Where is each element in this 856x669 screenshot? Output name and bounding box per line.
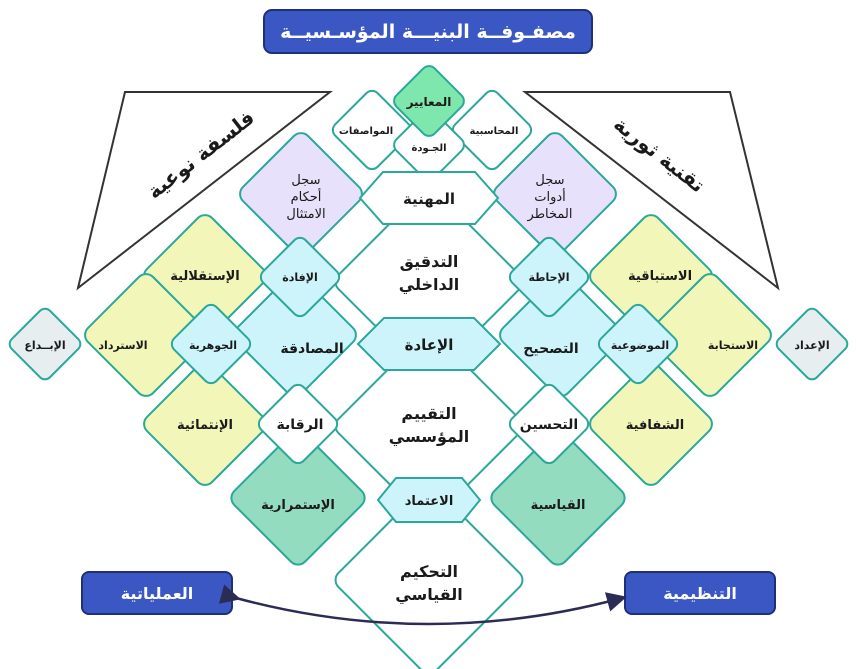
compliance-register-diamond: [239, 132, 363, 256]
quality-diamond: [393, 109, 465, 181]
evaluation-label-2: المؤسسي: [389, 427, 469, 447]
accounting-diamond: [451, 89, 533, 171]
preparation-diamond: [775, 307, 849, 381]
accreditation-label: الاعتماد: [405, 494, 454, 509]
creativity-diamond: [8, 307, 82, 381]
governance-label-2: القياسي: [395, 585, 462, 605]
internal-audit-label-1: التدقيق: [400, 252, 459, 271]
accounting-label: المحاسبية: [470, 126, 519, 137]
governance-diamond: [334, 485, 524, 669]
professionalism-hexagon: [358, 171, 500, 225]
compliance-label-2: أحكام: [291, 188, 322, 205]
creativity-label: الإبــداع: [24, 339, 65, 352]
transparency-label: الشفافية: [626, 418, 685, 433]
coverage-diamond: [508, 236, 590, 318]
organizational-box: التنظيمية: [624, 571, 776, 615]
coverage-label: الإحاطة: [528, 271, 569, 284]
oversight-diamond: [257, 383, 339, 465]
right-triangle: [522, 91, 780, 291]
page-title: مصفـوفــة البنيـــة المؤسـسيــة: [263, 9, 593, 54]
governance-label-1: التحكيم: [400, 562, 458, 581]
standards-label: المعايير: [406, 95, 452, 109]
compliance-label-3: الامتثال: [286, 207, 325, 222]
attestation-label: المصادقة: [280, 341, 343, 357]
specifications-diamond: [331, 89, 413, 171]
objectivity-label: الموضوعية: [611, 339, 669, 352]
risk-label-3: المخاطر: [527, 207, 573, 222]
correction-label: التصحيح: [523, 341, 578, 357]
professionalism-label: المهنية: [403, 190, 455, 208]
recovery-diamond: [84, 273, 208, 397]
operational-box: العملياتية: [81, 571, 233, 615]
preparation-label: الإعداد: [794, 339, 829, 352]
transparency-diamond: [589, 362, 713, 486]
recovery-label: الاسترداد: [98, 339, 147, 352]
standardization-diamond: [490, 430, 626, 566]
quality-label: الجـودة: [411, 143, 446, 154]
independence-label: الإستقلالية: [170, 269, 240, 284]
responsiveness-diamond: [648, 273, 772, 397]
compliance-label-1: سجل: [291, 173, 320, 188]
correction-diamond: [499, 273, 623, 397]
internal-audit-label-2: الداخلي: [399, 275, 459, 295]
standardization-label: القياسية: [531, 498, 586, 513]
risk-register-diamond: [493, 132, 617, 256]
bidirectional-arrow: [218, 584, 627, 626]
accreditation-hexagon: [376, 477, 482, 523]
development-diamond: [143, 362, 267, 486]
continuity-label: الإستمرارية: [261, 498, 335, 513]
benefit-label: الإفادة: [282, 271, 317, 284]
objectivity-diamond: [597, 303, 679, 385]
evaluation-label-1: التقييم: [401, 404, 456, 423]
attestation-diamond: [233, 273, 357, 397]
materiality-label: الجوهرية: [189, 339, 237, 352]
improvement-label: التحسين: [520, 417, 578, 433]
continuity-diamond: [230, 430, 366, 566]
oversight-label: الرقابة: [277, 417, 324, 433]
risk-label-2: أدوات: [534, 188, 566, 205]
risk-label-1: سجل: [535, 173, 564, 188]
evaluation-diamond: [334, 331, 524, 521]
specifications-label: المواصفات: [339, 126, 393, 137]
benefit-diamond: [259, 236, 341, 318]
materiality-diamond: [170, 303, 252, 385]
reengineering-label: الإعادة: [405, 336, 454, 354]
development-label: الإنتمائية: [177, 418, 233, 433]
responsiveness-label: الاستجابة: [708, 339, 758, 352]
proactivity-label: الاستباقية: [628, 269, 692, 284]
left-triangle: [76, 91, 333, 291]
standards-diamond: [393, 65, 465, 137]
reengineering-hexagon: [356, 317, 502, 371]
improvement-diamond: [508, 383, 590, 465]
